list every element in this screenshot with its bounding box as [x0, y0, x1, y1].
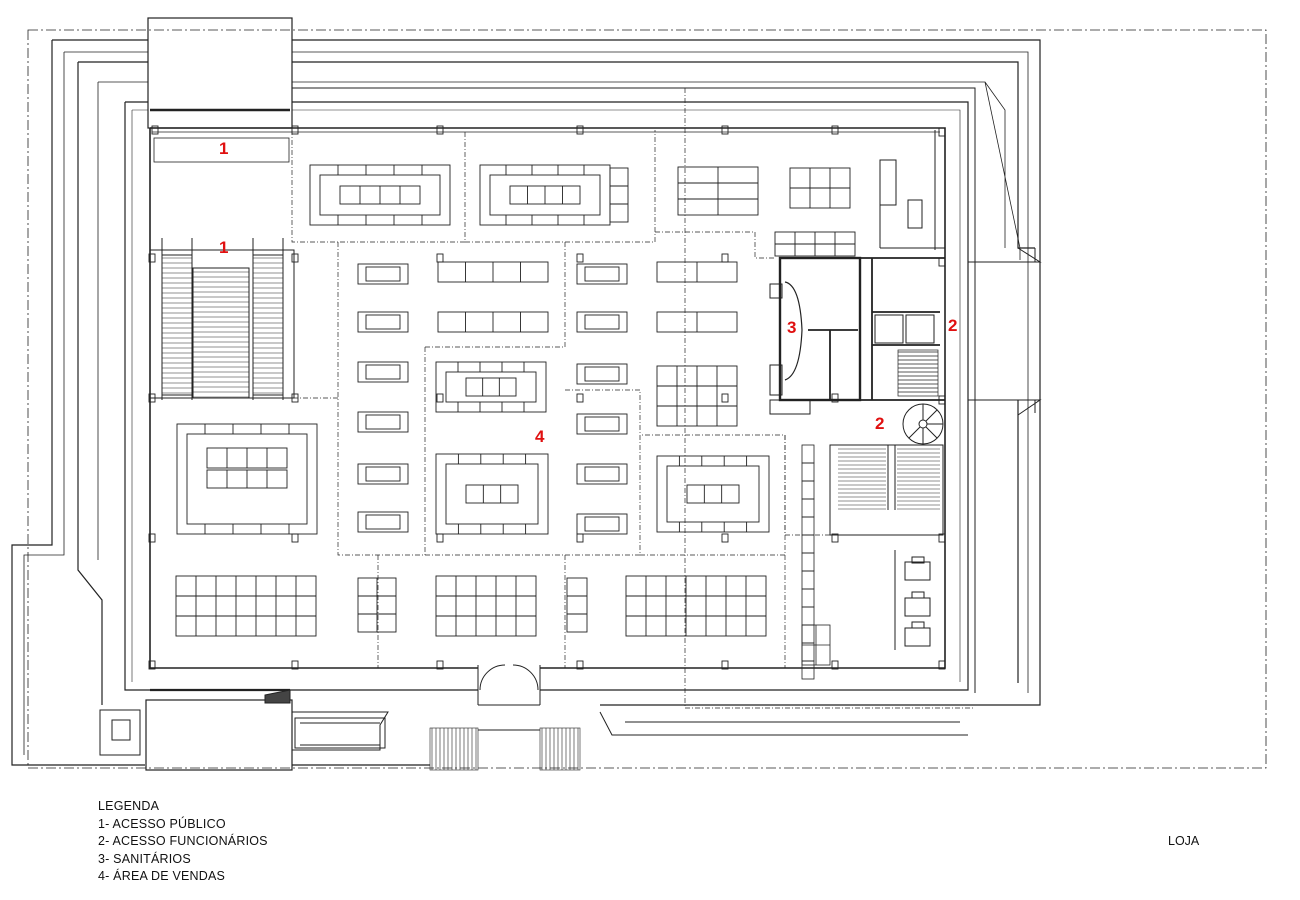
cabinet-pair: [357, 411, 409, 433]
display-island: [435, 453, 549, 535]
cabinet-pair: [576, 311, 628, 333]
fixture-grid: [465, 484, 519, 504]
cabinet-pair: [576, 513, 628, 535]
cabinet-pair: [357, 511, 409, 533]
cabinet-pair: [357, 263, 409, 285]
legend-item: 3- SANITÁRIOS: [98, 851, 191, 866]
column: [576, 660, 584, 670]
column: [831, 393, 839, 403]
column: [721, 125, 729, 135]
legend-item: 4- ÁREA DE VENDAS: [98, 869, 226, 884]
cabinet-pair: [357, 361, 409, 383]
shelf-bay: [801, 570, 815, 590]
main-door: [477, 664, 541, 705]
cabinet-pair: [576, 363, 628, 385]
display-island: [479, 164, 611, 226]
column: [721, 393, 729, 403]
stair-treads: [162, 257, 283, 398]
fixture-grid: [686, 484, 740, 504]
column: [938, 257, 946, 267]
display-island: [176, 423, 318, 535]
column: [436, 253, 444, 263]
cabinet-pair: [357, 311, 409, 333]
legend-title: LEGENDA: [98, 799, 160, 813]
sheet-title: LOJA: [1168, 834, 1200, 848]
display-island: [309, 164, 451, 226]
fixture-grid: [465, 377, 517, 397]
shelf-bay: [801, 606, 815, 626]
shelf-bay: [801, 516, 815, 536]
column: [831, 533, 839, 543]
column: [576, 253, 584, 263]
column: [151, 125, 159, 135]
display-island: [435, 361, 547, 413]
restroom-block: [778, 256, 862, 402]
shelf-bay: [801, 534, 815, 554]
label-staff-access-right: 2: [948, 316, 958, 335]
shelf-block: [625, 575, 767, 637]
label-staff-access-stairs: 2: [875, 414, 885, 433]
label-public-access-top: 1: [219, 139, 229, 158]
shelf-bay: [801, 642, 815, 662]
shelf-block: [566, 577, 588, 633]
column: [831, 125, 839, 135]
shelf-bay: [801, 552, 815, 572]
outer-wall: [11, 39, 1041, 766]
cabinet-pair: [357, 463, 409, 485]
column: [291, 660, 299, 670]
shelf-bay: [801, 444, 815, 464]
column: [148, 253, 156, 263]
shelf-bay: [801, 660, 815, 680]
column: [148, 660, 156, 670]
column: [436, 125, 444, 135]
legend-item: 1- ACESSO PÚBLICO: [98, 816, 226, 831]
legend-item: 2- ACESSO FUNCIONÁRIOS: [98, 834, 268, 849]
column: [938, 533, 946, 543]
column: [831, 660, 839, 670]
entrance-box-top: [147, 17, 293, 129]
shelf-bay: [801, 624, 815, 644]
shelf-block: [435, 575, 537, 637]
label-restrooms: 3: [787, 318, 797, 337]
column: [721, 253, 729, 263]
column: [291, 533, 299, 543]
column: [436, 660, 444, 670]
legend: LEGENDA 1- ACESSO PÚBLICO 2- ACESSO FUNC…: [98, 798, 268, 886]
column: [576, 533, 584, 543]
shelf-bay: [801, 588, 815, 608]
column: [436, 533, 444, 543]
cabinet-pair: [576, 263, 628, 285]
column: [576, 393, 584, 403]
column: [721, 660, 729, 670]
display-island: [656, 455, 770, 533]
column: [436, 393, 444, 403]
label-sales-area: 4: [535, 427, 545, 446]
cabinet-pair: [576, 463, 628, 485]
column: [291, 253, 299, 263]
column: [938, 660, 946, 670]
shelf-bay: [801, 462, 815, 482]
shelf-bay: [801, 480, 815, 500]
shelf-block: [175, 575, 317, 637]
column: [148, 533, 156, 543]
column: [576, 125, 584, 135]
column: [721, 533, 729, 543]
shelf-bay: [801, 498, 815, 518]
shelf-unit: [609, 167, 629, 223]
cabinet-pair: [576, 413, 628, 435]
label-public-access-stairs: 1: [219, 238, 229, 257]
site-boundary: [27, 29, 1267, 769]
